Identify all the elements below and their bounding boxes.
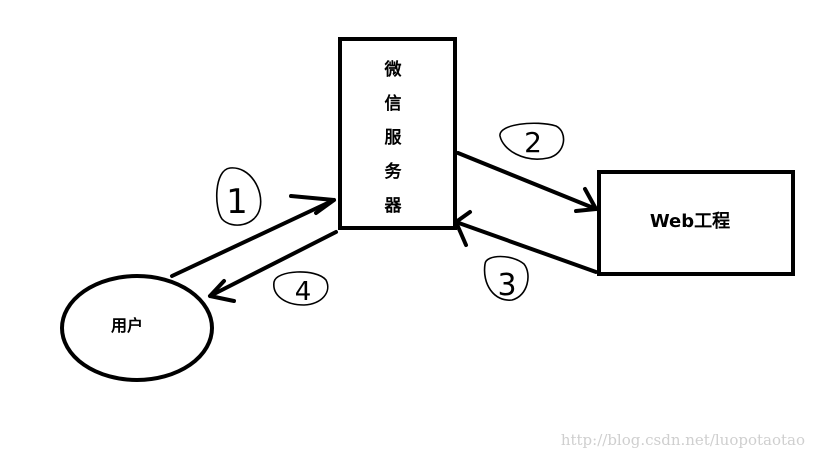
step-2-marker: 2 — [499, 122, 565, 160]
wechat-server-char-1: 微 — [384, 59, 403, 80]
wechat-server-char-4: 务 — [385, 161, 403, 182]
arrow-1-line — [170, 198, 336, 278]
web-project-box — [597, 170, 795, 276]
arrow-3-line — [454, 220, 598, 274]
arrow-2-line — [456, 151, 598, 211]
step-1-circle — [215, 167, 262, 226]
arrow-3-head — [454, 210, 472, 247]
user-node: 用户 — [60, 274, 214, 382]
arrow-step-2 — [456, 151, 598, 213]
arrow-1-head — [289, 194, 336, 215]
step-2-circle — [499, 122, 565, 160]
arrow-step-4 — [208, 230, 338, 303]
web-project-node: Web工程 — [597, 170, 795, 276]
step-3-marker: 3 — [483, 255, 529, 303]
wechat-server-char-5: 器 — [384, 196, 403, 216]
arrow-4-head — [208, 279, 236, 303]
step-2-number: 2 — [524, 126, 542, 159]
web-project-label: Web工程 — [650, 211, 730, 232]
step-4-number: 4 — [295, 277, 312, 307]
arrow-2-head — [574, 187, 598, 213]
wechat-server-char-2: 信 — [385, 93, 402, 114]
wechat-server-box — [338, 37, 457, 230]
step-3-number: 3 — [497, 268, 516, 303]
arrow-step-3 — [454, 210, 598, 274]
wechat-server-char-3: 服 — [385, 128, 403, 148]
step-1-marker: 1 — [215, 167, 262, 226]
arrow-4-line — [208, 230, 338, 298]
arrow-step-1 — [170, 194, 336, 278]
step-1-number: 1 — [226, 182, 248, 222]
watermark-text: http://blog.csdn.net/luopotaotao — [561, 431, 805, 449]
wechat-server-node: 微 信 服 务 器 — [338, 37, 457, 230]
step-3-circle — [483, 255, 529, 301]
user-ellipse — [60, 274, 214, 382]
user-label: 用户 — [111, 316, 143, 335]
step-4-circle — [273, 271, 329, 306]
step-4-marker: 4 — [273, 271, 329, 307]
